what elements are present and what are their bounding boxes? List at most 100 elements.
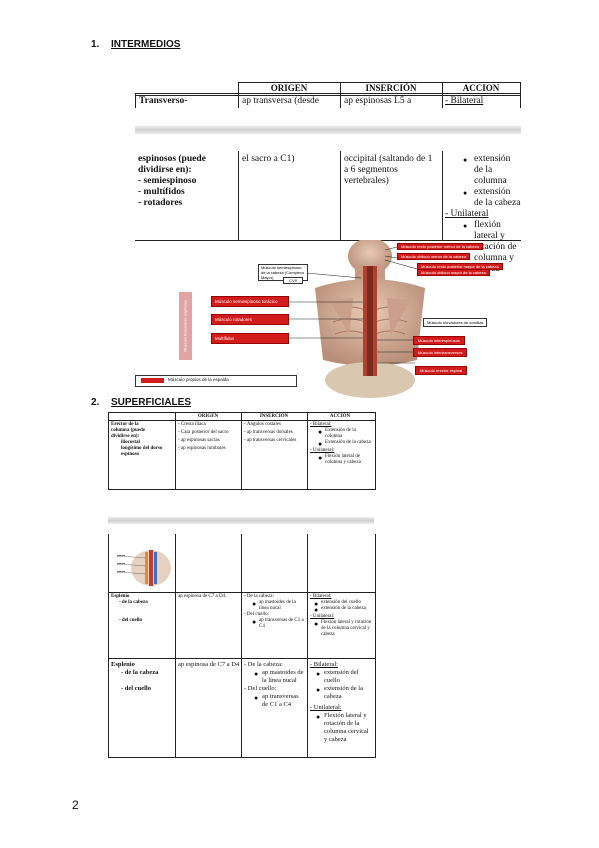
- anatomy-illustration: [250, 240, 425, 398]
- muscle-name-cell: Erector de la columna (puede dividirse e…: [111, 422, 173, 458]
- submuscle-line: - del cuello: [119, 618, 143, 623]
- table-intermedios-bottom: espinosos (puede dividirse en): - semies…: [135, 151, 521, 274]
- spine-thumbnail: [117, 550, 171, 586]
- origin-cell: ap espinosa de C7 a D4: [178, 594, 226, 599]
- table-superficiales-erector: ORIGEN INSERCIÓN ACCIÓN Erector de la co…: [108, 412, 376, 490]
- label-oblicuo-menor: Músculo oblicuo menor de la cabeza: [397, 253, 470, 260]
- page-number: 2: [72, 798, 79, 812]
- origin-cell: ap transversa (desde: [242, 96, 320, 106]
- header-accion: ACCIÓN: [329, 414, 351, 419]
- submuscle-line: - de la cabeza: [119, 600, 148, 605]
- header-insercion: INSERCIÓN: [365, 83, 417, 93]
- origin-item: - Cresta ilíaca: [178, 422, 206, 427]
- table-superficiales-esplenio-copy: Esplenio - de la cabeza - del cuello ap …: [108, 658, 376, 758]
- action-item: extensión de la cabeza: [463, 187, 521, 209]
- table-superficiales-esplenio: Esplenio - de la cabeza - del cuello ap …: [108, 534, 376, 659]
- insertion-label: - De la cabeza:: [244, 661, 283, 668]
- action-cell: - Bilateral: [445, 96, 484, 106]
- section-number: 2.: [91, 397, 100, 408]
- insertion-item: ap mastoides de la línea nucal: [254, 669, 306, 685]
- header-insercion: INSERCIÓN: [259, 414, 289, 419]
- table-intermedios-top: ORIGEN INSERCIÓN ACCION Transverso- ap t…: [135, 82, 521, 108]
- insertion-item: - ap transversas cervicales: [244, 438, 297, 443]
- bilateral-label: - Bilateral:: [310, 661, 338, 668]
- action-item: Extensión de la columna: [318, 428, 373, 440]
- muscle-line: Esplenio: [111, 661, 135, 668]
- action-item: extensión de la cabeza: [316, 685, 373, 701]
- insertion-item: - Ángulos costales: [244, 422, 281, 427]
- insertion-label: - Del cuello:: [244, 685, 277, 692]
- muscle-line: - rotadores: [138, 198, 183, 208]
- header-origen: ORIGEN: [270, 83, 308, 93]
- action-item: extensión de la columna: [463, 154, 521, 187]
- section-title: SUPERFICIALES: [111, 397, 192, 408]
- legend-label: Músculo propios de la espalda: [168, 377, 229, 382]
- action-item: Flexión lateral de columna y cabeza: [318, 454, 373, 466]
- muscle-line: dividirse en):: [111, 434, 140, 439]
- section-heading-intermedios: 1. INTERMEDIOS: [91, 39, 180, 50]
- label-transverso-espinoso: Músculo transverso espinoso: [182, 300, 188, 352]
- section-title: INTERMEDIOS: [111, 39, 181, 50]
- action-item: extensión de la cabeza: [314, 606, 373, 613]
- label-multifidus: Multífidus: [211, 333, 289, 344]
- insertion-cell: - De la cabeza: ap mastoides de la línea…: [244, 594, 306, 630]
- label-oblicuo-mayor: Músculo oblicuo mayor de la cabeza: [417, 269, 490, 276]
- label-semiespinoso-toracico: Músculo semiespinoso torácico: [211, 296, 289, 307]
- muscle-line: Esplenio: [111, 594, 130, 599]
- action-item: Flexión lateral y rotación de la columna…: [314, 620, 373, 638]
- label-recto-menor: Músculo recto posterior menor de la cabe…: [397, 243, 483, 250]
- action-cell: - Bilateral: extensión del cuello extens…: [310, 594, 373, 638]
- insertion-cell: - De la cabeza: ap mastoides de la línea…: [244, 661, 306, 709]
- label-elevadores: Músculo elevadores de costillas: [423, 318, 488, 327]
- muscle-name-cell: Esplenio - de la cabeza - del cuello: [111, 594, 173, 624]
- muscle-name-cell: espinosos (puede dividirse en): - semies…: [138, 154, 236, 209]
- label-cvii: CVII: [283, 277, 303, 284]
- unilateral-label: - Unilateral:: [310, 614, 335, 619]
- insertion-item: ap transversas de C1 a C4: [252, 618, 306, 630]
- submuscle-line: - del cuello: [121, 685, 151, 692]
- label-erector: Músculo erector espinal: [415, 366, 468, 375]
- origin-cell: el sacro a C1): [242, 154, 295, 164]
- unilateral-label: - Unilateral:: [310, 704, 342, 711]
- muscle-line: - multífidos: [138, 187, 185, 197]
- back-muscles-figure: Músculo recto posterior menor de la cabe…: [135, 240, 542, 398]
- vertical-label-box: Músculo transverso espinoso: [179, 292, 192, 360]
- muscle-line: - semiespinoso: [138, 176, 197, 186]
- insertion-cell: - Ángulos costales - ap transversas dors…: [244, 422, 306, 444]
- bilateral-label: - Bilateral:: [310, 422, 332, 427]
- origin-item: - Cara posterior del sacro: [178, 430, 229, 435]
- origin-cell: ap espinosa de C7 a D4: [178, 661, 240, 668]
- insertion-label: - De la cabeza:: [244, 594, 274, 599]
- action-item: Flexión lateral y rotación de la columna…: [316, 712, 373, 744]
- muscle-line: Erector de la: [111, 422, 139, 427]
- page-break-band: [108, 517, 374, 524]
- insertion-label: - Del cuello:: [244, 612, 269, 617]
- origin-item: - ap espinosas sacras: [178, 438, 220, 443]
- muscle-line: columna (puede: [111, 428, 146, 433]
- insertion-cell: occipital (saltando de 1 a 6 segmentos v…: [344, 154, 433, 186]
- section-number: 1.: [91, 39, 100, 50]
- action-cell: - Bilateral: extensión del cuello extens…: [310, 661, 373, 744]
- action-cell: - Bilateral: Extensión de la columna Ext…: [310, 422, 373, 466]
- submuscle-line: longísimo del dorso: [121, 446, 163, 451]
- legend-swatch: [141, 378, 164, 383]
- insertion-item: ap mastoides de la línea nucal: [252, 600, 306, 612]
- submuscle-line: iliocostal: [121, 440, 140, 445]
- legend-box: Músculo propios de la espalda: [135, 375, 297, 387]
- origin-item: - ap espinosas lumbares: [178, 446, 226, 451]
- header-origen: ORIGEN: [197, 414, 219, 419]
- label-interespinosos: Músculo interespinosos: [413, 336, 465, 345]
- insertion-cell: ap espinosas L5 a: [344, 96, 412, 106]
- label-intertransversos: Músculo intertransversos: [413, 348, 468, 357]
- muscle-line: espinosos (puede: [138, 154, 206, 164]
- origin-cell: - Cresta ilíaca - Cara posterior del sac…: [178, 422, 240, 452]
- page-break-band: [135, 126, 521, 134]
- header-accion: ACCION: [462, 83, 500, 93]
- label-rotadores: Músculo rotadores: [211, 314, 289, 325]
- unilateral-label: - Unilateral: [445, 209, 489, 219]
- insertion-item: - ap transversas dorsales: [244, 430, 293, 435]
- unilateral-label: - Unilateral:: [310, 448, 335, 453]
- action-item: Extensión de la cabeza: [318, 440, 373, 447]
- insertion-item: ap transversas de C1 a C4: [254, 693, 306, 709]
- bilateral-label: - Bilateral:: [310, 594, 332, 599]
